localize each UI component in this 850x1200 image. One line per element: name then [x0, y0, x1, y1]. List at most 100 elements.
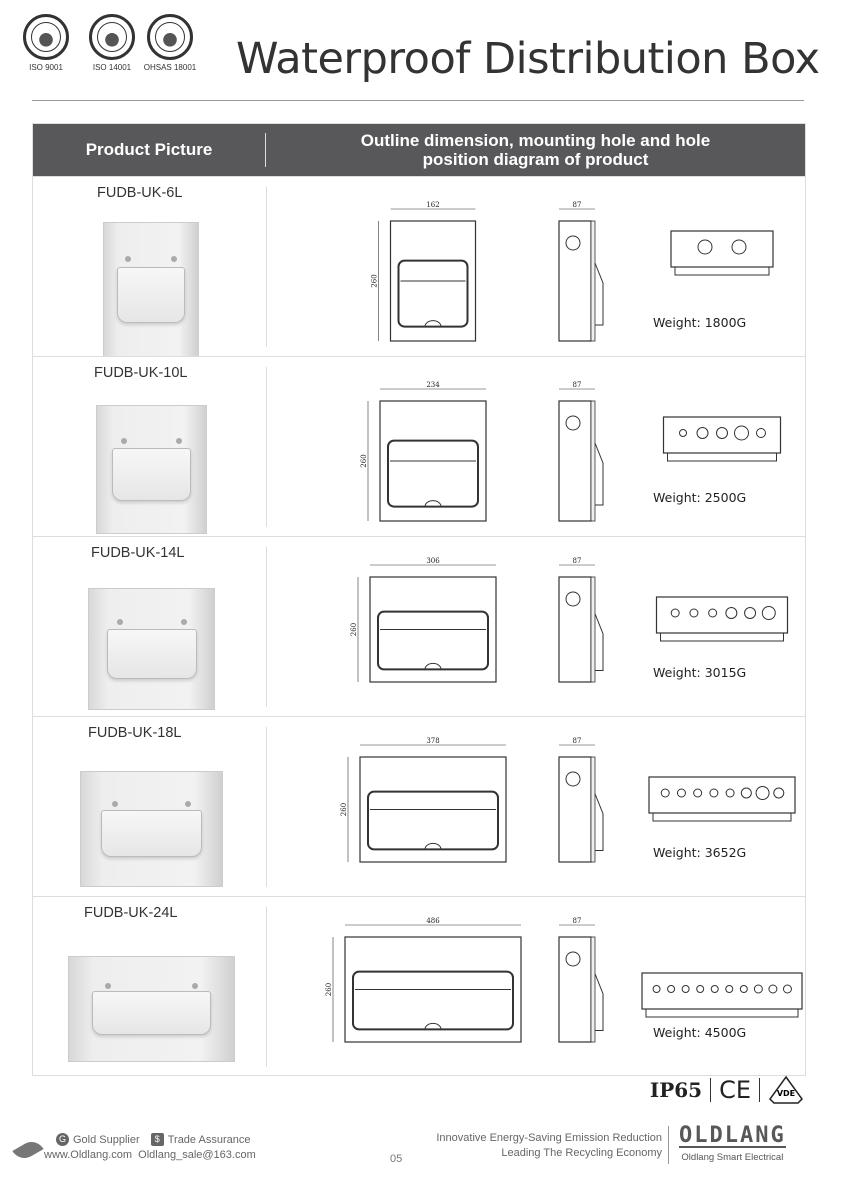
knockout-hole	[667, 985, 676, 993]
knockout-hole	[756, 428, 766, 438]
top-view	[662, 416, 782, 454]
top-view-cover	[660, 632, 784, 642]
side-knockout	[565, 591, 581, 607]
top-view	[641, 972, 803, 1010]
knockout-hole	[744, 607, 757, 619]
trade-assurance-icon: $	[150, 1133, 164, 1146]
knockout-hole	[660, 788, 670, 798]
slogan-line: Innovative Energy-Saving Emission Reduct…	[436, 1132, 662, 1144]
weight-label: Weight: 4500G	[653, 1025, 747, 1040]
gold-supplier-label: Gold Supplier	[73, 1133, 140, 1146]
cover-latch	[424, 842, 442, 850]
knockout-hole	[689, 608, 699, 618]
product-photo	[80, 771, 223, 887]
depth-dimension: 87	[573, 557, 582, 565]
top-view-cover	[667, 452, 777, 462]
front-cover	[367, 790, 499, 851]
header-dimension-diagram: Outline dimension, mounting hole and hol…	[266, 131, 805, 169]
side-knockout	[565, 415, 581, 431]
weight-label: Weight: 2500G	[653, 490, 747, 505]
side-knockout	[565, 771, 581, 787]
website-link[interactable]: www.Oldlang.com	[44, 1149, 133, 1161]
side-cover	[594, 442, 604, 506]
front-cover	[352, 970, 514, 1031]
knockout-hole	[709, 788, 719, 798]
iso-9001-seal: ISO 9001	[18, 14, 74, 72]
divider	[710, 1078, 712, 1102]
side-flange	[590, 936, 596, 1043]
model-name: FUDB-UK-24L	[84, 905, 178, 921]
knockout-hole	[734, 425, 749, 441]
top-view	[655, 596, 789, 634]
top-view-cover	[652, 812, 792, 822]
iso-14001-seal: ISO 14001	[84, 14, 140, 72]
side-view	[558, 220, 592, 342]
product-photo	[96, 405, 207, 534]
knockout-hole	[773, 787, 785, 799]
brand-wordmark: OLDLANG	[679, 1123, 786, 1148]
cert-label: ISO 14001	[92, 63, 132, 72]
depth-dimension: 87	[573, 381, 582, 389]
weight-label: Weight: 3015G	[653, 665, 747, 680]
trade-assurance-label: Trade Assurance	[167, 1133, 251, 1146]
side-flange	[590, 400, 596, 522]
knockout-hole	[753, 984, 763, 994]
width-dimension: 306	[426, 557, 440, 565]
slogan-line: Leading The Recycling Economy	[501, 1147, 662, 1159]
height-dimension: 260	[360, 454, 368, 467]
side-cover	[594, 793, 604, 851]
product-photo	[68, 956, 235, 1062]
product-table: Product Picture Outline dimension, mount…	[32, 123, 806, 1076]
top-view	[670, 230, 774, 268]
side-cover	[594, 613, 604, 671]
front-cover	[377, 610, 489, 671]
side-view	[558, 756, 592, 863]
ip65-mark: IP65	[649, 1078, 703, 1102]
brand-subtitle: Oldlang Smart Electrical	[681, 1152, 784, 1163]
side-knockout	[565, 951, 581, 967]
divider	[759, 1078, 760, 1102]
knockout-hole	[725, 788, 735, 798]
knockout-hole	[755, 786, 770, 800]
knockout-hole	[725, 607, 738, 619]
knockout-hole	[696, 427, 709, 439]
height-dimension: 260	[371, 274, 379, 287]
side-view	[558, 400, 592, 522]
height-dimension: 260	[325, 983, 333, 996]
table-header: Product Picture Outline dimension, mount…	[33, 124, 805, 176]
column-divider	[266, 547, 267, 707]
knockout-hole	[670, 608, 680, 618]
cert-label: OHSAS 18001	[143, 63, 197, 72]
knockout-hole	[679, 429, 687, 437]
knockout-hole	[768, 984, 778, 994]
knockout-hole	[652, 985, 661, 993]
side-view	[558, 936, 592, 1043]
side-flange	[590, 756, 596, 863]
header-divider	[32, 100, 804, 101]
leaf-icon	[12, 1136, 44, 1164]
email-link[interactable]: Oldlang_sale@163.com	[138, 1149, 256, 1161]
width-dimension: 378	[426, 737, 439, 745]
column-divider	[266, 367, 267, 527]
header-line: Outline dimension, mounting hole and hol…	[360, 131, 711, 150]
brand-logo: OLDLANG Oldlang Smart Electrical	[668, 1123, 786, 1164]
page-number: 05	[390, 1153, 403, 1165]
vde-mark-icon: VDE	[769, 1075, 803, 1104]
column-divider	[266, 727, 267, 887]
knockout-hole	[696, 985, 705, 993]
model-name: FUDB-UK-6L	[97, 185, 183, 201]
height-dimension: 260	[340, 803, 348, 816]
product-photo	[103, 222, 199, 357]
side-cover	[594, 973, 604, 1031]
knockout-hole	[716, 427, 728, 439]
width-dimension: 162	[426, 201, 439, 209]
knockout-hole	[708, 608, 718, 618]
knockout-hole	[725, 985, 734, 993]
svg-text:VDE: VDE	[777, 1089, 795, 1098]
knockout-hole	[693, 788, 703, 798]
depth-dimension: 87	[573, 201, 582, 209]
weight-label: Weight: 1800G	[653, 315, 747, 330]
column-divider	[266, 187, 267, 347]
side-flange	[590, 220, 596, 342]
